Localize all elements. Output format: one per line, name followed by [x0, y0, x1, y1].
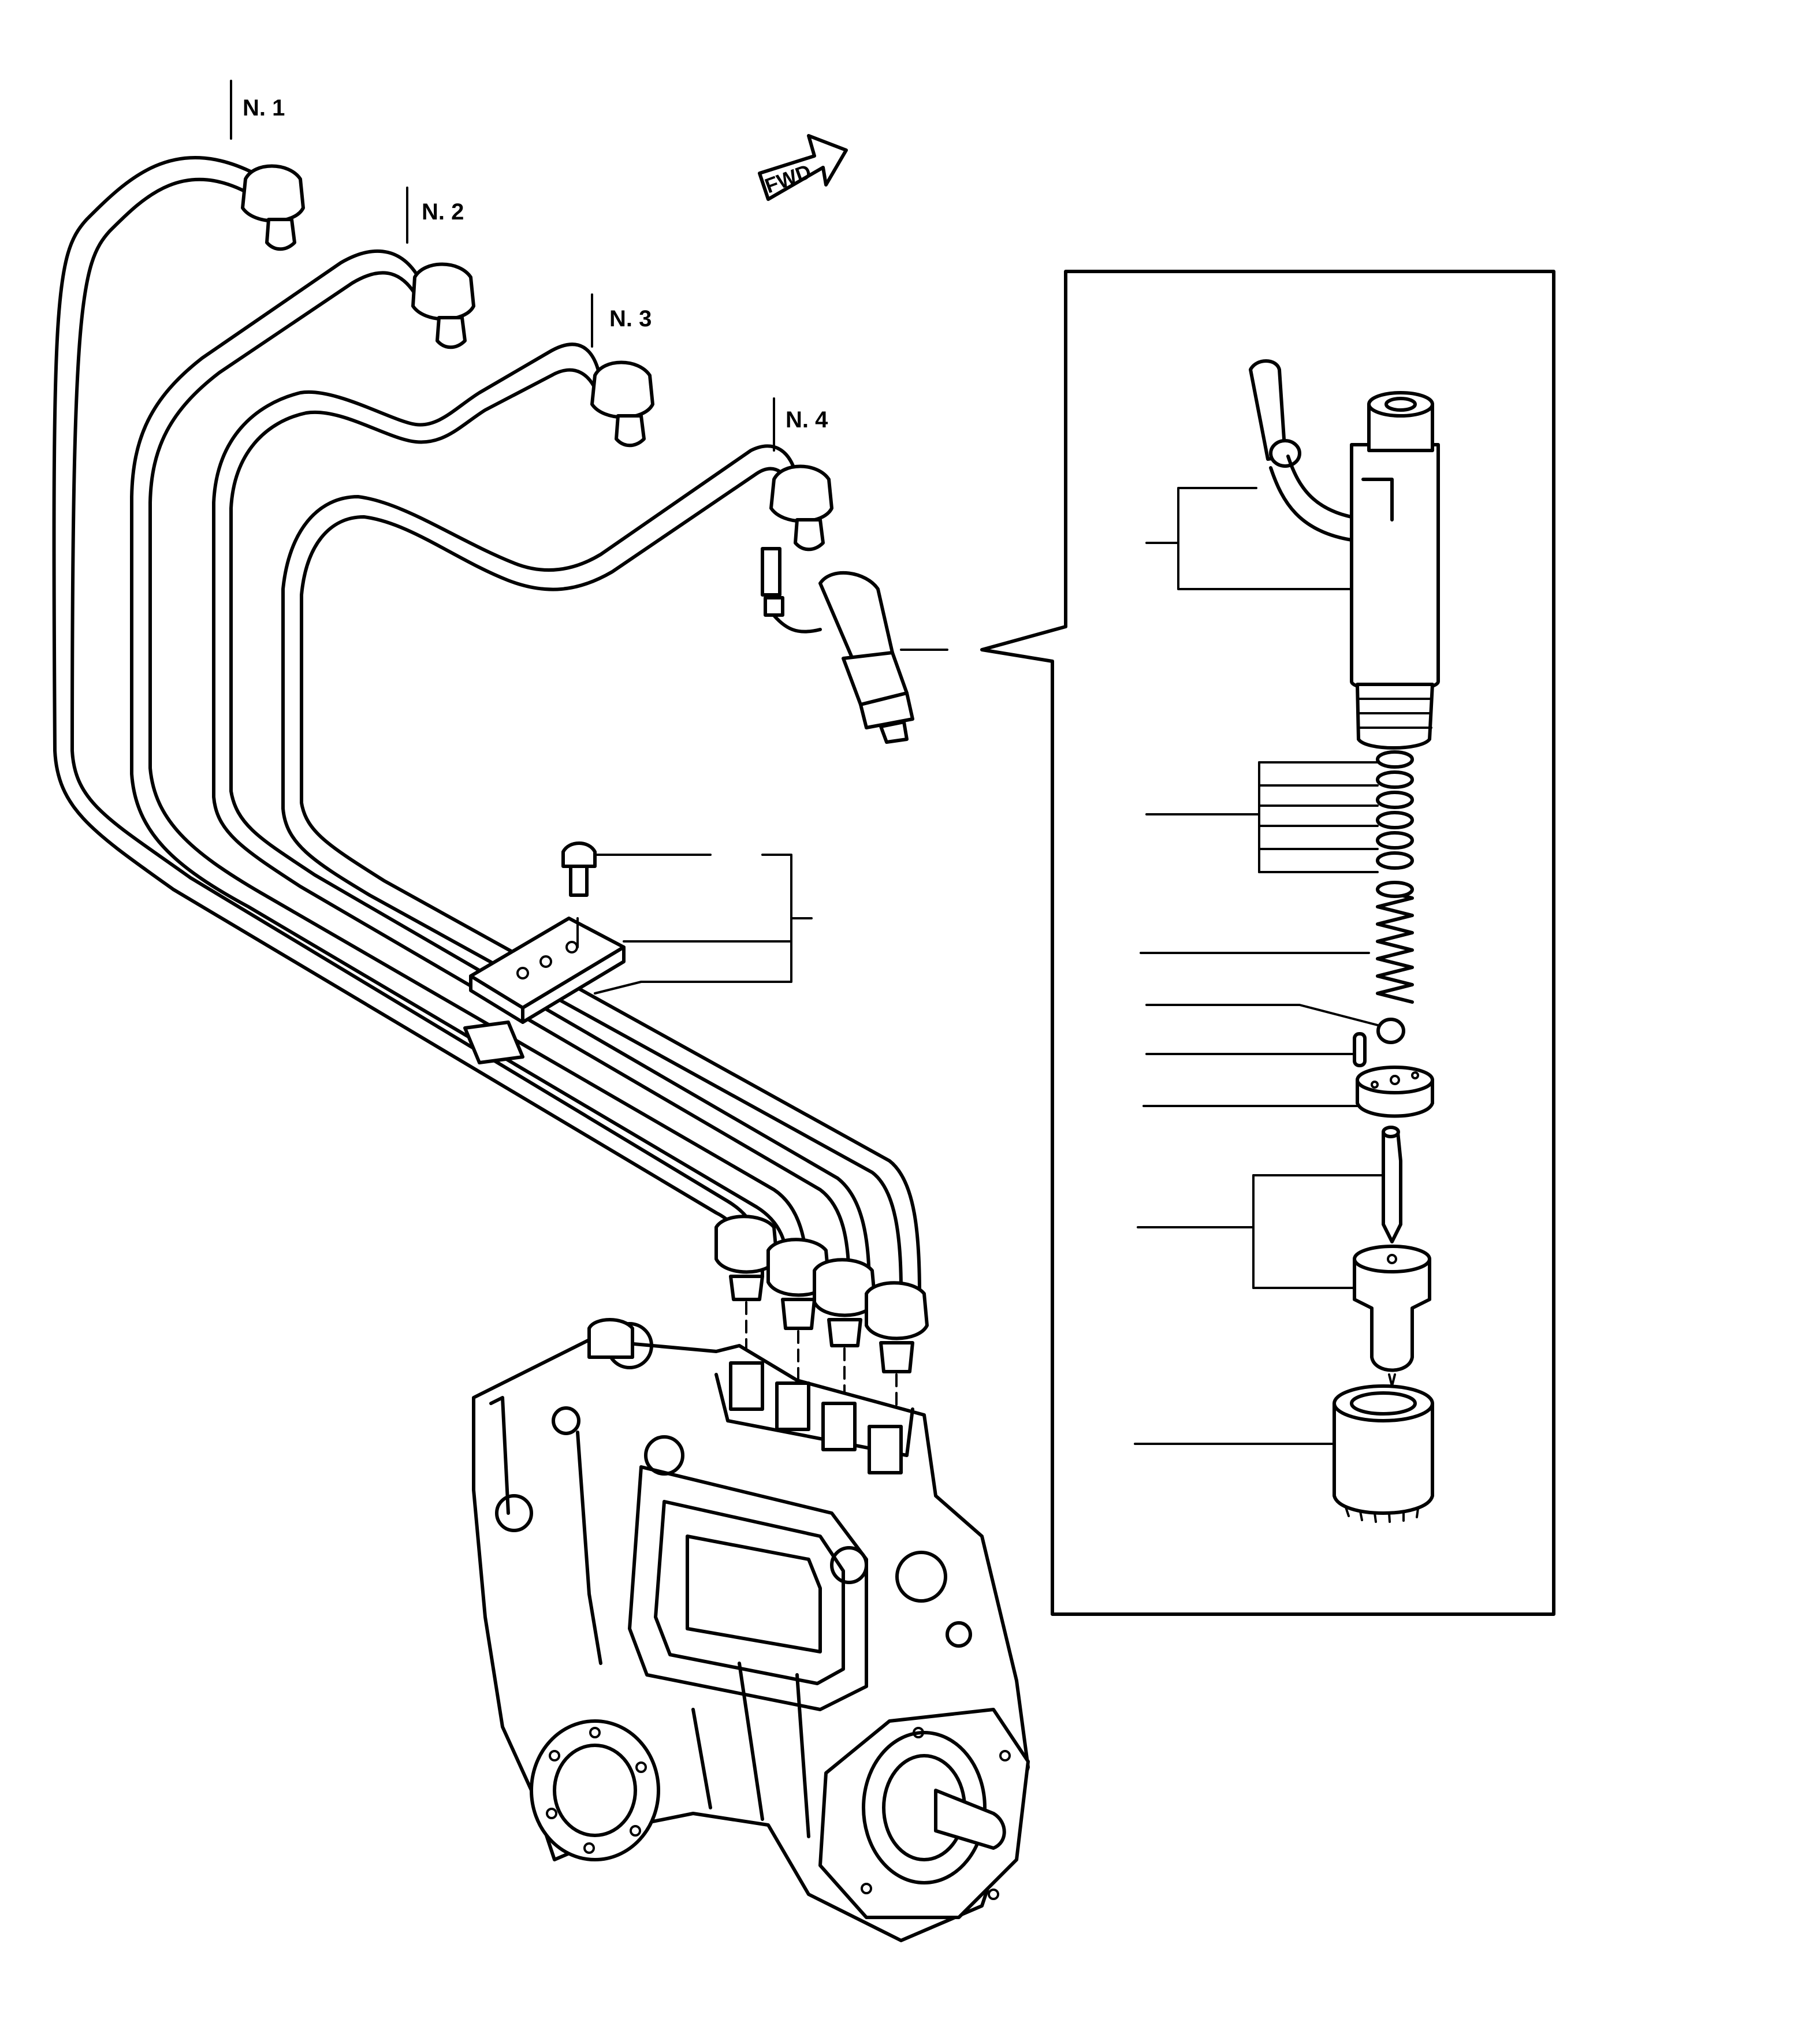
- nozzle-needle: [1382, 1126, 1402, 1243]
- injection-pipe-2: [130, 249, 809, 1284]
- pump-drive-flange: [818, 1708, 1030, 1919]
- spring-seat: [1376, 1018, 1405, 1044]
- detail-callouts: [1134, 487, 1384, 1445]
- detail-panel: [980, 270, 1555, 1616]
- pump-nut-1: [714, 1215, 779, 1301]
- pump-nut-3: [813, 1258, 877, 1347]
- pipe-nut-1: [241, 164, 305, 251]
- dowel-pin: [1353, 1032, 1367, 1067]
- injector-holder: [1249, 359, 1440, 750]
- label-line-4: N. 4: [786, 407, 828, 433]
- label-line-1: N. 1: [243, 95, 285, 121]
- injection-pipe-1: [52, 156, 764, 1278]
- nozzle-spring: [1376, 881, 1414, 1004]
- clamp-callouts: [594, 854, 813, 995]
- injector-small: [761, 547, 948, 744]
- injection-pipe-4: [281, 444, 921, 1295]
- label-line-2: N. 2: [422, 199, 464, 225]
- nozzle-body: [1353, 1245, 1431, 1387]
- pipe-nut-4: [769, 464, 833, 552]
- pump-flange-left: [530, 1719, 660, 1861]
- label-line-3: N. 3: [609, 306, 652, 332]
- clamp-bolt: [561, 841, 597, 948]
- pipe-nut-2: [411, 262, 475, 349]
- nozzle-retaining-nut: [1333, 1384, 1434, 1523]
- shim-stack: [1376, 750, 1414, 870]
- pump-nut-4: [865, 1281, 929, 1373]
- injection-pipe-3: [212, 342, 871, 1290]
- intermediate-spacer: [1356, 1066, 1434, 1118]
- label-leaders: [230, 80, 775, 452]
- pipe-nut-3: [590, 360, 654, 448]
- pipe-clamp: [463, 917, 626, 1064]
- forward-arrow-icon: FWD: [758, 134, 848, 201]
